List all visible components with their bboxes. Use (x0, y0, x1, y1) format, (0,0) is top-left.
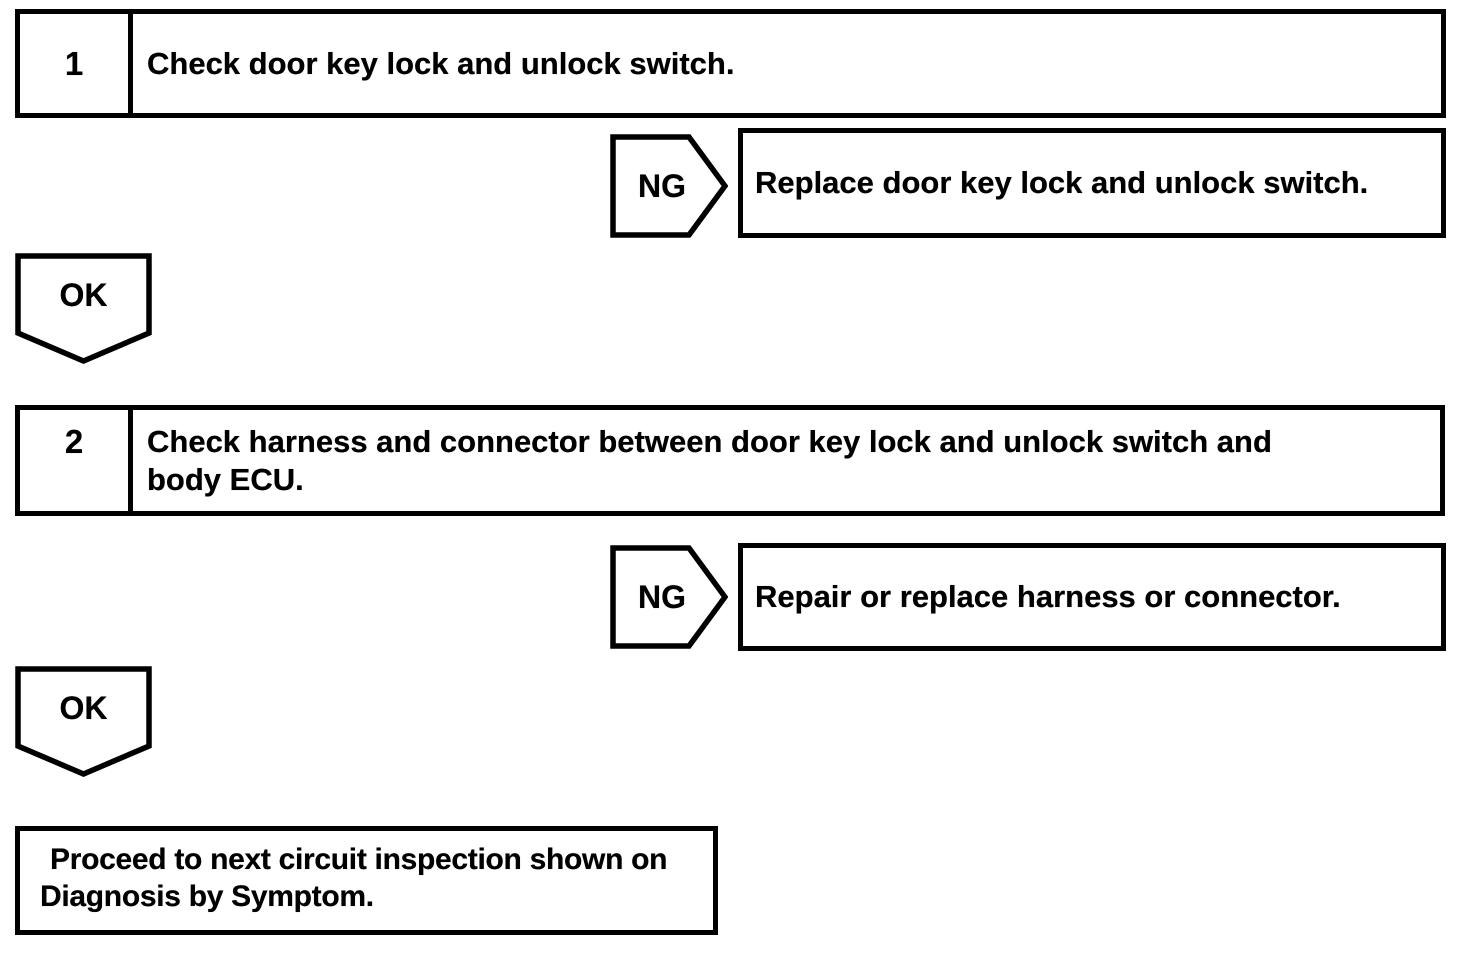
conclusion-line-1: Proceed to next circuit inspection shown… (50, 843, 668, 876)
ok-arrow-icon (15, 253, 152, 364)
step-2-instruction-line-1: Check harness and connector between door… (147, 423, 1272, 459)
step-2-ok-label: OK (59, 690, 108, 726)
step-2-ok-connector: OK (15, 666, 152, 777)
conclusion-line-2: Diagnosis by Symptom. (40, 880, 374, 913)
conclusion-box: Proceed to next circuit inspection shown… (15, 826, 718, 935)
step-1-ok-label: OK (59, 277, 108, 313)
step-1-ok-connector: OK (15, 253, 152, 364)
step-2-ng-action-box: Repair or replace harness or connector. (738, 543, 1446, 651)
step-1-ng-action-text: Replace door key lock and unlock switch. (755, 165, 1369, 200)
step-1-instruction-line: Check door key lock and unlock switch. (147, 45, 735, 81)
step-2-ng-label: NG (638, 578, 686, 615)
step-2-instruction: Check harness and connector between door… (133, 410, 1440, 511)
step-1-box: 1 Check door key lock and unlock switch. (15, 9, 1446, 118)
step-2-ng-action-text: Repair or replace harness or connector. (755, 579, 1341, 614)
step-2-ng-connector: NG (610, 545, 728, 649)
step-2-instruction-line-2: body ECU. (147, 461, 304, 497)
ok-arrow-icon (15, 666, 152, 777)
ng-arrow-icon (610, 134, 728, 238)
step-2-box: 2 Check harness and connector between do… (15, 405, 1445, 516)
ng-arrow-icon (610, 545, 728, 649)
step-2-number: 2 (20, 410, 133, 511)
step-1-ng-connector: NG (610, 134, 728, 238)
step-1-instruction: Check door key lock and unlock switch. (133, 14, 1441, 113)
step-1-ng-label: NG (638, 167, 686, 204)
step-1-ng-action-box: Replace door key lock and unlock switch. (738, 128, 1446, 238)
step-1-number: 1 (20, 14, 133, 113)
